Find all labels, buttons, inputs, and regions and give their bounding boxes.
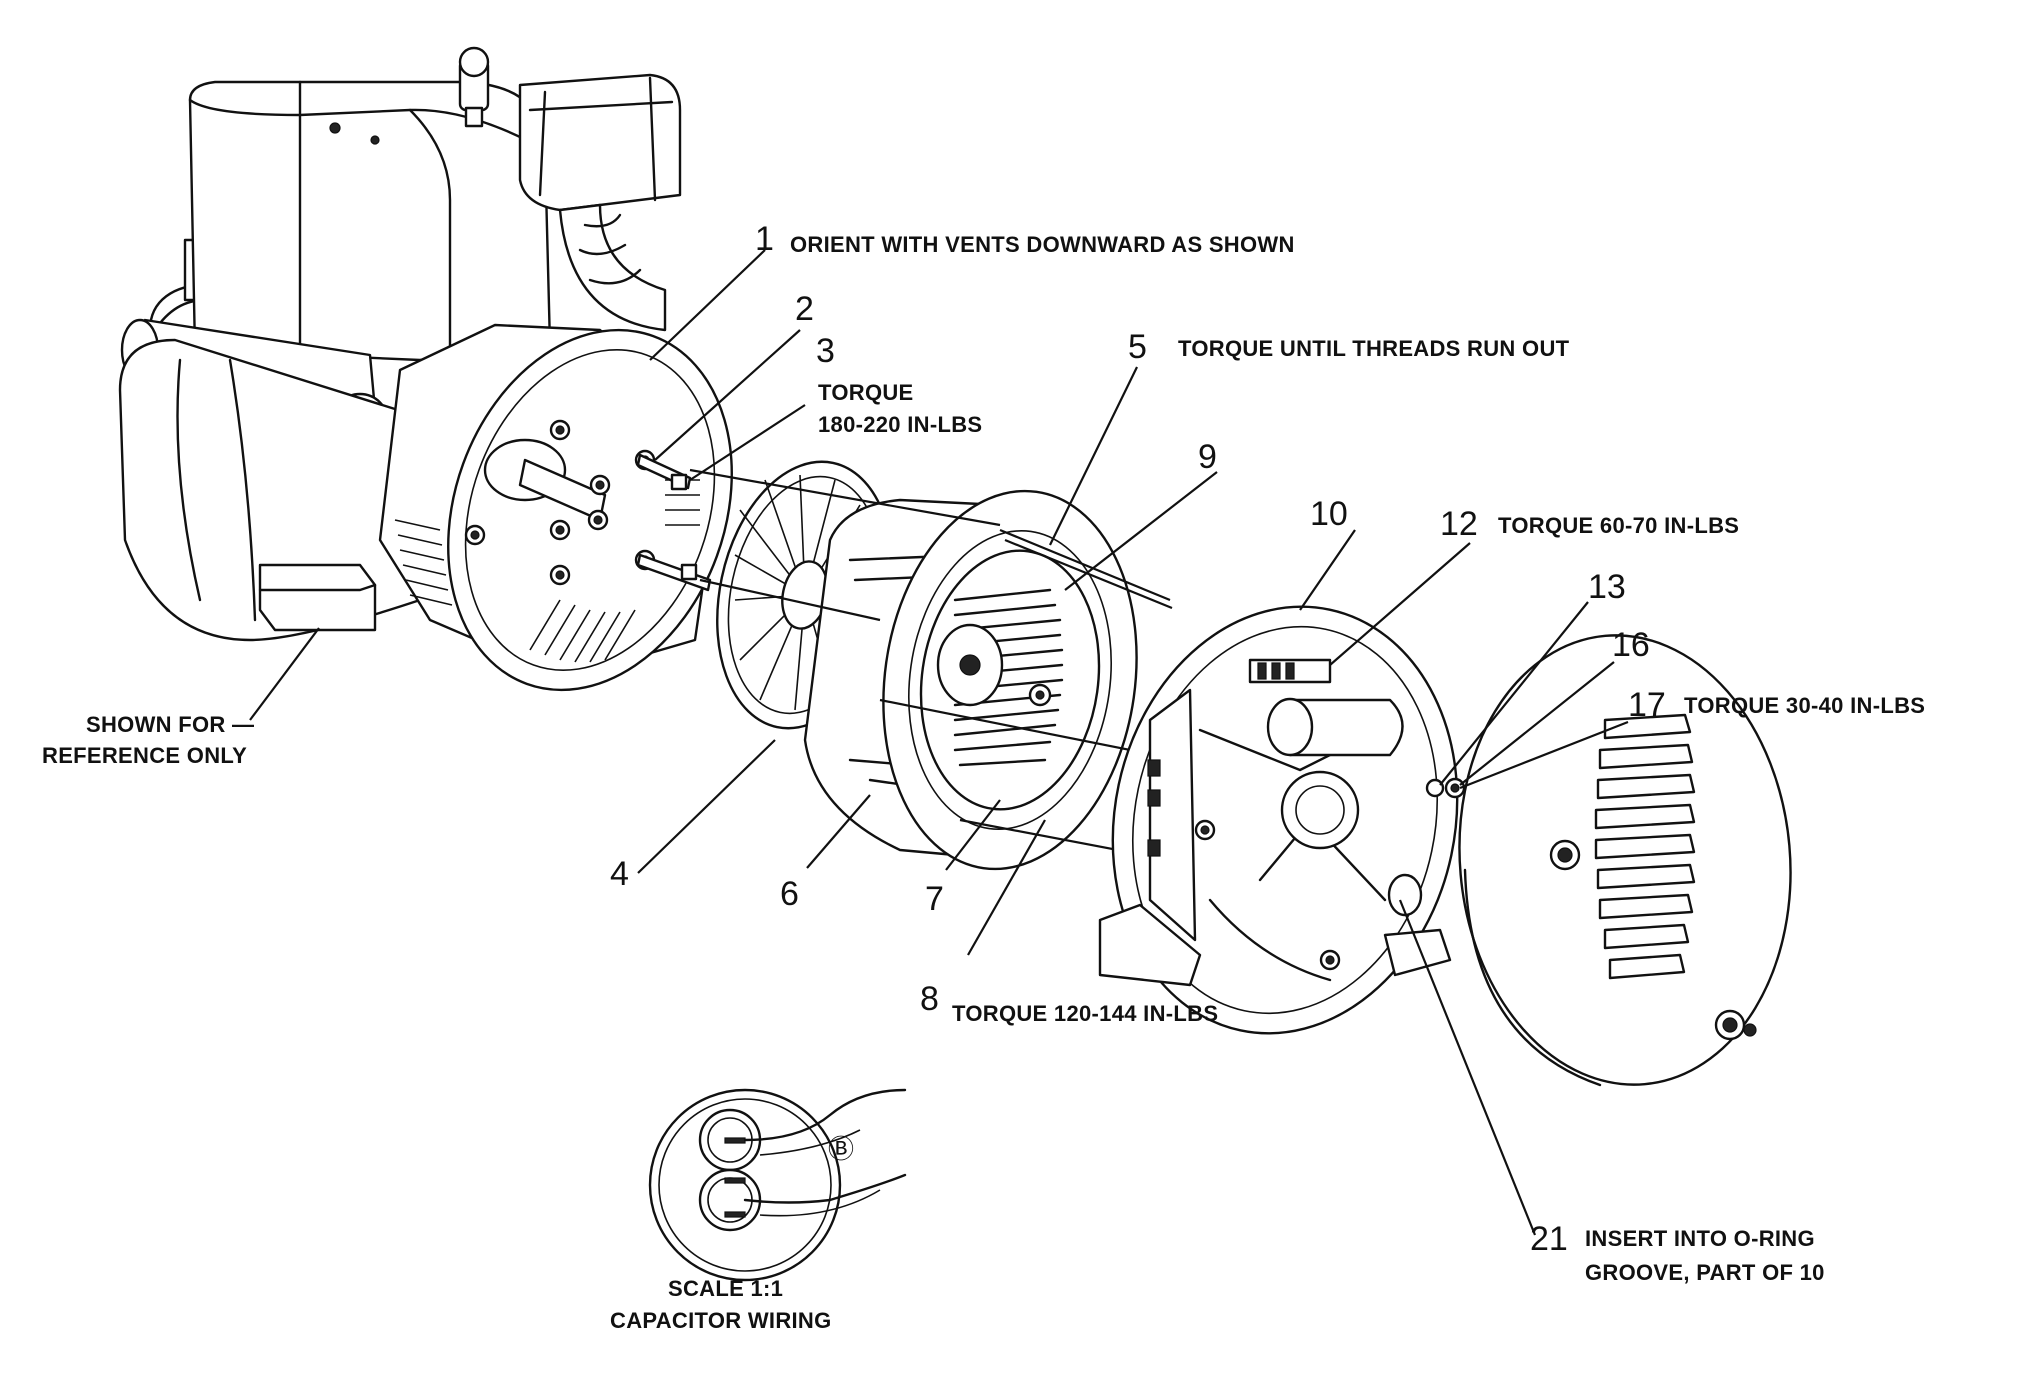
callout-1-number: 1	[755, 220, 774, 258]
callout-1-note: ORIENT WITH VENTS DOWNWARD AS SHOWN	[790, 232, 1295, 257]
callout-12-number: 12	[1440, 505, 1478, 543]
leader-lines	[249, 249, 1629, 1236]
stator-assembly	[689, 468, 1181, 871]
callout-13-number: 13	[1588, 568, 1626, 606]
callout-6-number: 6	[780, 875, 799, 913]
callout-9-number: 9	[1198, 438, 1217, 476]
callout-7-number: 7	[925, 880, 944, 918]
reference-note-line1: SHOWN FOR —	[86, 712, 254, 737]
inset-marker-b: Ⓑ	[828, 1134, 854, 1164]
reference-note-line2: REFERENCE ONLY	[42, 743, 247, 768]
callout-17-number: 17	[1628, 686, 1666, 724]
callout-2-number: 2	[795, 290, 814, 328]
callout-5-number: 5	[1128, 328, 1147, 366]
inset-caption-line1: SCALE 1:1	[668, 1276, 783, 1301]
callout-3-note-line1: TORQUE	[818, 380, 914, 405]
end-bell	[1098, 605, 1466, 1035]
engine-reference	[118, 46, 682, 642]
end-cover	[1458, 634, 1792, 1087]
callout-10-number: 10	[1310, 495, 1348, 533]
inset-caption-line2: CAPACITOR WIRING	[610, 1308, 832, 1333]
callout-8-note: TORQUE 120-144 IN-LBS	[952, 1001, 1218, 1026]
callout-4-number: 4	[610, 855, 629, 893]
capacitor-wiring-inset	[648, 1088, 907, 1282]
callout-3-number: 3	[816, 332, 835, 370]
callout-16-number: 16	[1612, 626, 1650, 664]
callouts: 1 ORIENT WITH VENTS DOWNWARD AS SHOWN 2 …	[42, 220, 1925, 1333]
callout-3-note-line2: 180-220 IN-LBS	[818, 412, 982, 437]
callout-21-note-line2: GROOVE, PART OF 10	[1585, 1260, 1825, 1285]
callout-12-note: TORQUE 60-70 IN-LBS	[1498, 513, 1739, 538]
callout-21-number: 21	[1530, 1220, 1568, 1258]
callout-8-number: 8	[920, 980, 939, 1018]
callout-17-note: TORQUE 30-40 IN-LBS	[1684, 693, 1925, 718]
callout-21-note-line1: INSERT INTO O-RING	[1585, 1226, 1815, 1251]
adapter-housing	[378, 323, 733, 692]
callout-5-note: TORQUE UNTIL THREADS RUN OUT	[1178, 336, 1570, 361]
